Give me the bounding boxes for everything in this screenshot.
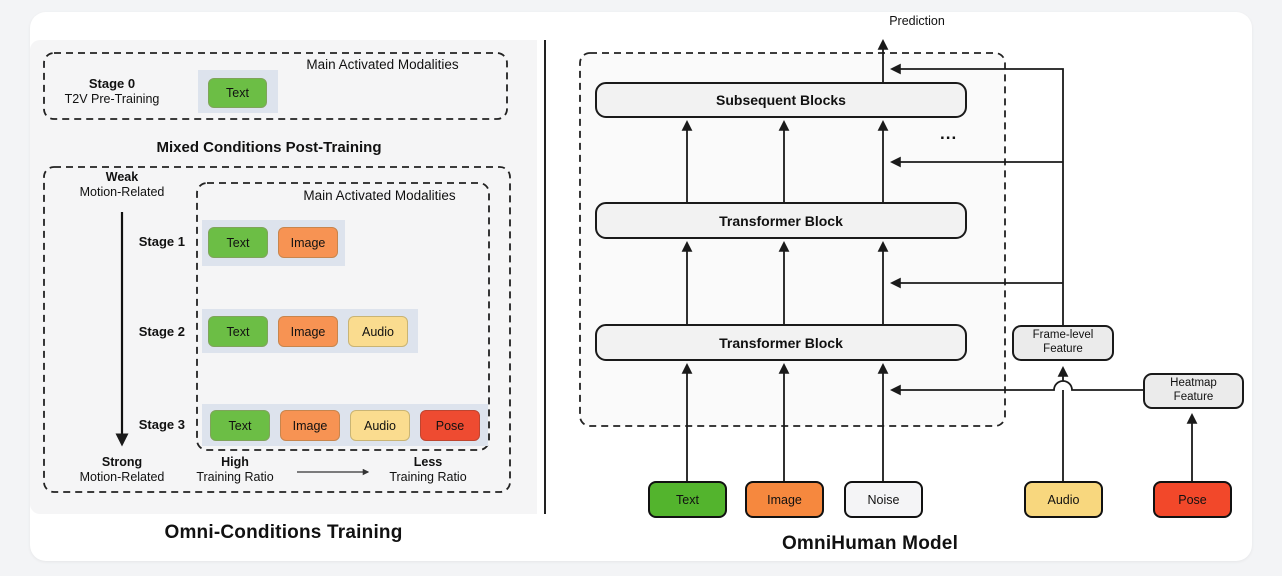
heatmap-feature-line1: Heatmap — [1170, 377, 1217, 390]
input-node-noise: Noise — [844, 481, 923, 518]
inner-box-label: Main Activated Modalities — [303, 188, 456, 203]
transformer-block-lower: Transformer Block — [595, 324, 967, 361]
stage2-modality-strip: Text Image Audio — [202, 309, 418, 353]
subsequent-blocks-node: Subsequent Blocks — [595, 82, 967, 118]
left-panel-title: Omni-Conditions Training — [164, 522, 403, 543]
high-label: High — [221, 455, 249, 469]
input-node-pose: Pose — [1153, 481, 1232, 518]
frame-level-feature-line2: Feature — [1043, 343, 1083, 355]
stage2-label: Stage 2 — [138, 324, 185, 339]
input-node-audio: Audio — [1024, 481, 1103, 518]
modality-chip-audio: Audio — [348, 316, 408, 347]
strong-label-group: Strong Motion-Related — [62, 455, 182, 485]
strong-sublabel: Motion-Related — [79, 470, 165, 484]
frame-level-feature-line1: Frame-level — [1032, 329, 1094, 342]
mixed-conditions-heading: Mixed Conditions Post-Training — [156, 139, 382, 156]
stage0-sublabel: T2V Pre-Training — [64, 91, 160, 106]
strong-label: Strong — [101, 455, 143, 469]
modality-chip-text: Text — [208, 316, 268, 347]
less-label: Less — [413, 455, 443, 469]
right-panel-title: OmniHuman Model — [781, 533, 959, 554]
heatmap-feature-line2: Feature — [1173, 391, 1214, 403]
heatmap-feature-node: Heatmap Feature — [1143, 373, 1244, 409]
modality-chip-text: Text — [210, 410, 270, 441]
modality-chip-audio: Audio — [350, 410, 410, 441]
less-ratio-label-group: Less Training Ratio — [369, 455, 487, 485]
modality-chip-text: Text — [208, 227, 268, 258]
less-sublabel: Training Ratio — [389, 470, 467, 484]
input-node-image: Image — [745, 481, 824, 518]
input-node-text: Text — [648, 481, 727, 518]
stage0-label-group: Stage 0 T2V Pre-Training — [52, 76, 172, 107]
weak-label: Weak — [105, 170, 139, 184]
stage0-box-label: Main Activated Modalities — [306, 57, 459, 72]
modality-chip-pose: Pose — [420, 410, 480, 441]
modality-chip-text: Text — [208, 78, 267, 108]
modality-chip-image: Image — [278, 316, 338, 347]
stage1-label: Stage 1 — [138, 234, 185, 249]
stage0-label: Stage 0 — [88, 76, 136, 91]
stage1-modality-strip: Text Image — [202, 220, 345, 266]
high-ratio-label-group: High Training Ratio — [176, 455, 294, 485]
transformer-block-middle: Transformer Block — [595, 202, 967, 239]
prediction-label: Prediction — [889, 14, 945, 28]
weak-label-group: Weak Motion-Related — [62, 170, 182, 200]
weak-sublabel: Motion-Related — [79, 185, 165, 199]
stage3-label: Stage 3 — [138, 417, 185, 432]
modality-chip-image: Image — [278, 227, 338, 258]
modality-chip-image: Image — [280, 410, 340, 441]
stage0-modality-strip: Text — [198, 70, 278, 113]
stack-ellipsis: ... — [940, 124, 958, 143]
frame-level-feature-node: Frame-level Feature — [1012, 325, 1114, 361]
stage3-modality-strip: Text Image Audio Pose — [202, 404, 488, 446]
high-sublabel: Training Ratio — [196, 470, 274, 484]
